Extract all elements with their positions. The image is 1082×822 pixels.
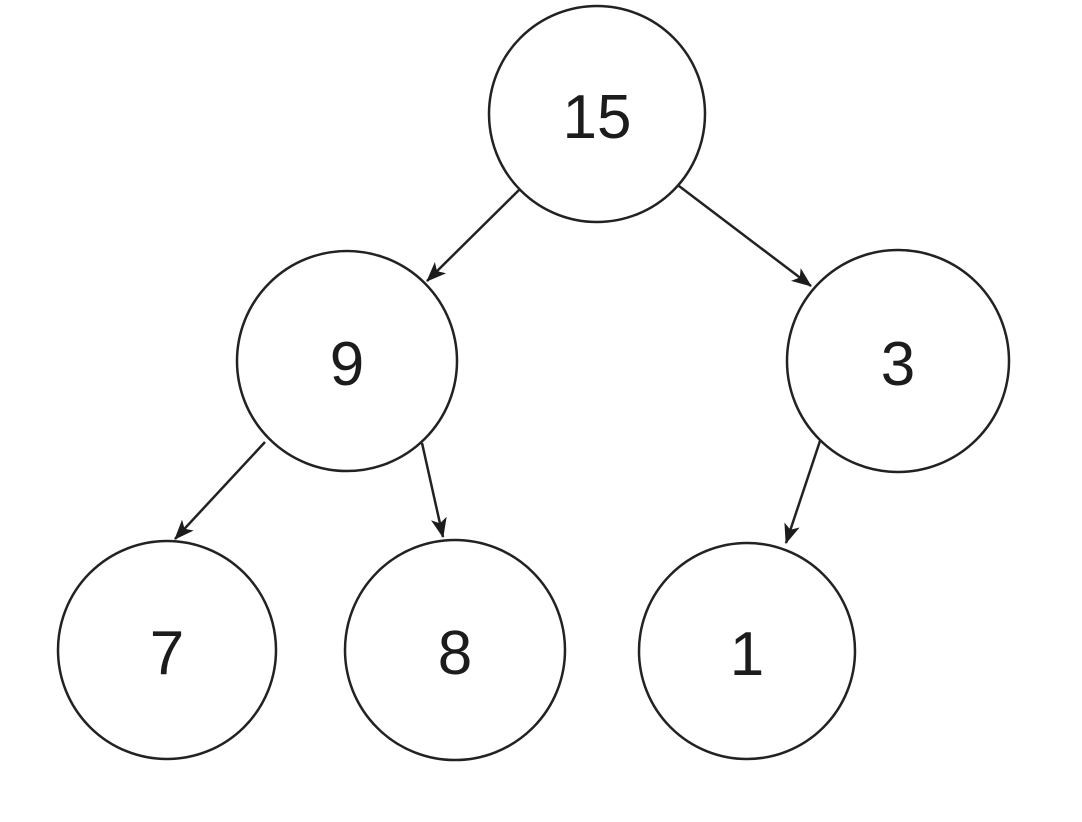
tree-node-15: 15	[487, 4, 707, 224]
tree-node-7: 7	[56, 539, 278, 761]
edge-n15-to-n9	[426, 189, 520, 282]
node-label-8: 8	[438, 619, 472, 688]
node-label-1: 1	[730, 620, 764, 689]
node-label-15: 15	[563, 83, 632, 152]
nodes-layer: 15 9 3 7 8 1	[56, 4, 1011, 762]
node-circle-15	[487, 4, 707, 224]
tree-node-8: 8	[343, 538, 567, 762]
edge-n9-to-n8	[420, 442, 447, 538]
tree-node-1: 1	[637, 541, 857, 761]
node-circle-7	[56, 539, 278, 761]
node-label-3: 3	[881, 330, 915, 399]
edge-n9-to-n7	[174, 441, 266, 540]
tree-node-9: 9	[235, 249, 459, 473]
edge-n15-to-n3	[678, 185, 812, 287]
edges-layer	[174, 185, 822, 544]
node-circle-3	[785, 248, 1011, 474]
tree-node-3: 3	[785, 248, 1011, 474]
node-label-7: 7	[150, 619, 184, 688]
node-circle-1	[637, 541, 857, 761]
node-circle-9	[235, 249, 459, 473]
node-label-9: 9	[330, 330, 364, 399]
edge-n3-to-n1	[784, 440, 822, 544]
node-circle-8	[343, 538, 567, 762]
